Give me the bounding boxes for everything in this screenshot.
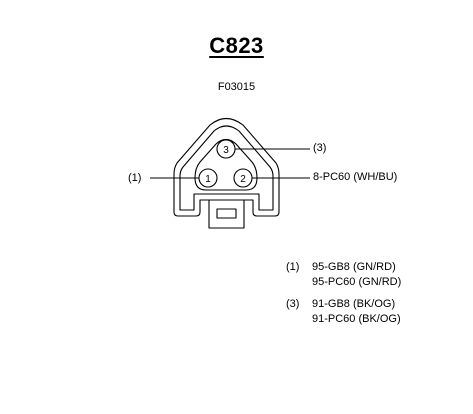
legend-pin-label: (3) [286, 298, 300, 310]
pin-3-callout: (3) [313, 142, 327, 154]
locking-tab [208, 199, 245, 229]
legend-wire: 95-PC60 (GN/RD) [312, 276, 402, 288]
pin-cavity-outline [194, 138, 258, 191]
pin-2-number: 2 [240, 174, 246, 185]
pin-1-callout: (1) [128, 172, 142, 184]
pin-2-wire-label: 8-PC60 (WH/BU) [313, 171, 398, 183]
legend-pin-label: (1) [286, 261, 300, 273]
connector-outer-shell [173, 117, 280, 217]
connector-part-number: F03015 [217, 81, 256, 93]
locking-tab-latch [216, 208, 237, 219]
pin-3-number: 3 [223, 145, 229, 156]
pin-1-number: 1 [205, 174, 211, 185]
legend-wire: 95-GB8 (GN/RD) [312, 261, 396, 273]
legend-wire: 91-PC60 (BK/OG) [312, 313, 401, 325]
legend-wire: 91-GB8 (BK/OG) [312, 298, 396, 310]
connector-inner-shell [179, 125, 274, 211]
connector-title: C823 [209, 33, 264, 58]
